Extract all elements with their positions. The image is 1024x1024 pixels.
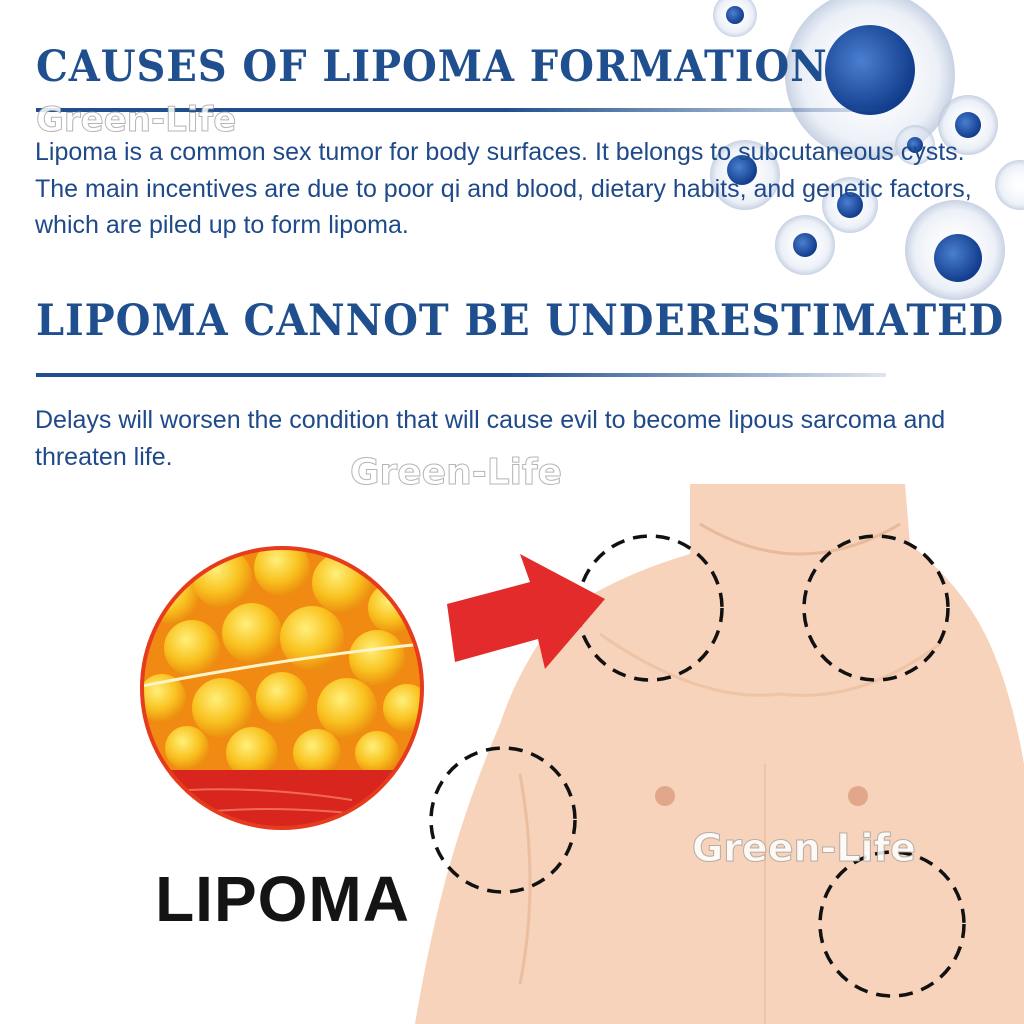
watermark: Green-Life bbox=[692, 826, 917, 871]
watermark: Green-Life bbox=[349, 452, 563, 494]
cells-decoration bbox=[710, 0, 1024, 300]
section-heading-warning: LIPOMA CANNOT BE UNDERESTIMATED bbox=[36, 296, 1005, 346]
body-illustration bbox=[415, 484, 1024, 1024]
heading-divider bbox=[36, 373, 886, 377]
lipoma-label: LIPOMA bbox=[155, 863, 410, 935]
causes-paragraph: Lipoma is a common sex tumor for body su… bbox=[35, 138, 972, 239]
warning-paragraph: Delays will worsen the condition that wi… bbox=[35, 406, 946, 471]
arrow-icon bbox=[447, 554, 605, 669]
watermark: Green-Life bbox=[35, 100, 237, 141]
heading-divider bbox=[36, 108, 886, 112]
fat-tissue-icon bbox=[140, 546, 424, 830]
section-heading-causes: CAUSES OF LIPOMA FORMATION bbox=[36, 42, 828, 92]
